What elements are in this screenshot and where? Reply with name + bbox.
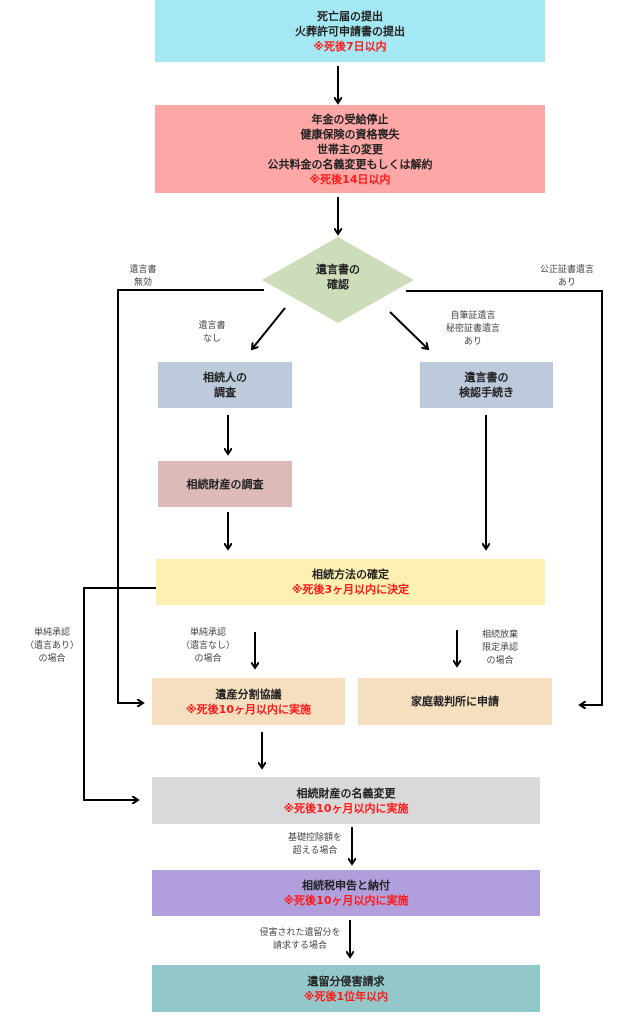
method-box: 相続方法の確定 ※死後3ヶ月以内に決定: [156, 559, 545, 605]
heir-survey-box: 相続人の 調査: [158, 362, 292, 408]
label-text: あり: [463, 337, 483, 347]
label-text: 遺言書: [129, 265, 157, 275]
deadline-text: ※死後10ヶ月以内に実施: [185, 702, 311, 716]
label-text: なし: [202, 334, 222, 344]
tax-box: 相続税申告と納付 ※死後10ヶ月以内に実施: [152, 870, 540, 916]
label-text: （遺言あり）: [24, 641, 80, 651]
step-text: 遺留分侵害請求: [307, 974, 385, 988]
step-text: 相続財産の名義変更: [296, 786, 396, 800]
label-text: の場合: [486, 656, 514, 666]
arrow-notarized: [406, 290, 603, 705]
step-text: 世帯主の変更: [317, 142, 383, 156]
step-text: 遺産分割協議: [215, 687, 282, 701]
will-probate-box: 遺言書の 検認手続き: [420, 362, 553, 408]
label-text: の場合: [194, 654, 222, 664]
label-text: （遺言なし）: [180, 641, 236, 651]
will-check-diamond: [262, 237, 414, 323]
step-text: 火葬許可申請書の提出: [295, 24, 405, 38]
label-text: 単純承認: [33, 628, 71, 638]
family-court-box: 家庭裁判所に申請: [358, 678, 552, 725]
label-text: 侵害された遺留分を: [259, 928, 341, 938]
step-text: 確認: [327, 278, 349, 291]
label-text: 超える場合: [292, 846, 338, 856]
step-text: 遺言書の: [464, 371, 509, 384]
step-text: 相続財産の調査: [186, 477, 264, 491]
label-text: 基礎控除額を: [287, 833, 343, 843]
label-text: 単純承認: [189, 628, 227, 638]
label-text: 秘密証書遺言: [445, 324, 501, 334]
deadline-text: ※死後14日以内: [309, 172, 391, 186]
label-simple-no-will: 単純承認 （遺言なし） の場合: [181, 627, 235, 666]
step-text: 死亡届の提出: [317, 9, 383, 23]
step-text: 年金の受給停止: [311, 112, 389, 126]
step-text: 検認手続き: [459, 386, 514, 399]
label-text: 請求する場合: [272, 941, 328, 951]
will-check-text: 遺言書の 確認: [288, 262, 388, 292]
step-text: 遺言書の: [316, 263, 360, 276]
label-text: 相続放棄: [481, 630, 519, 640]
deadline-text: ※死後3ヶ月以内に決定: [291, 583, 410, 596]
pension-box: 年金の受給停止 健康保険の資格喪失 世帯主の変更 公共料金の名義変更もしくは解約…: [155, 105, 545, 193]
label-text: 公正証書遺言: [539, 265, 595, 275]
deadline-text: ※死後10ヶ月以内に実施: [283, 894, 409, 907]
transfer-box: 相続財産の名義変更 ※死後10ヶ月以内に実施: [152, 777, 540, 824]
deadline-text: ※死後10ヶ月以内に実施: [283, 801, 409, 815]
step-text: 調査: [214, 386, 236, 399]
arrow-no-will: [252, 307, 286, 349]
step-text: 相続人の: [203, 371, 247, 384]
step-text: 相続税申告と納付: [302, 879, 390, 892]
label-simple-with-will: 単純承認 （遺言あり） の場合: [25, 627, 79, 666]
arrow-will-invalid: [117, 289, 264, 703]
division-box: 遺産分割協議 ※死後10ヶ月以内に実施: [152, 678, 345, 725]
deadline-text: ※死後7日以内: [313, 39, 387, 53]
step-text: 公共料金の名義変更もしくは解約: [267, 157, 433, 171]
label-text: 自筆証遺言: [450, 311, 496, 321]
label-notarized: 公正証書遺言 あり: [540, 264, 594, 290]
step-text: 健康保険の資格喪失: [300, 127, 400, 141]
arrow-holographic: [389, 311, 428, 349]
asset-survey-box: 相続財産の調査: [158, 461, 292, 507]
death-notice-box: 死亡届の提出 火葬許可申請書の提出 ※死後7日以内: [155, 0, 545, 62]
label-holographic: 自筆証遺言 秘密証書遺言 あり: [446, 310, 500, 349]
label-infringed: 侵害された遺留分を 請求する場合: [259, 927, 340, 953]
label-will-invalid: 遺言書 無効: [129, 264, 156, 290]
label-text: 限定承認: [481, 643, 519, 653]
deadline-text: ※死後1位年以内: [303, 989, 389, 1003]
arrow-simple-with-will: [83, 587, 156, 800]
label-renounce: 相続放棄 限定承認 の場合: [482, 629, 518, 668]
label-text: の場合: [38, 654, 66, 664]
label-over-deduction: 基礎控除額を 超える場合: [288, 832, 342, 858]
claim-box: 遺留分侵害請求 ※死後1位年以内: [152, 965, 540, 1012]
label-text: 無効: [133, 278, 153, 288]
step-text: 家庭裁判所に申請: [411, 695, 499, 708]
label-text: あり: [557, 278, 577, 288]
step-text: 相続方法の確定: [312, 568, 389, 581]
label-text: 遺言書: [198, 321, 226, 331]
label-no-will: 遺言書 なし: [198, 320, 225, 346]
